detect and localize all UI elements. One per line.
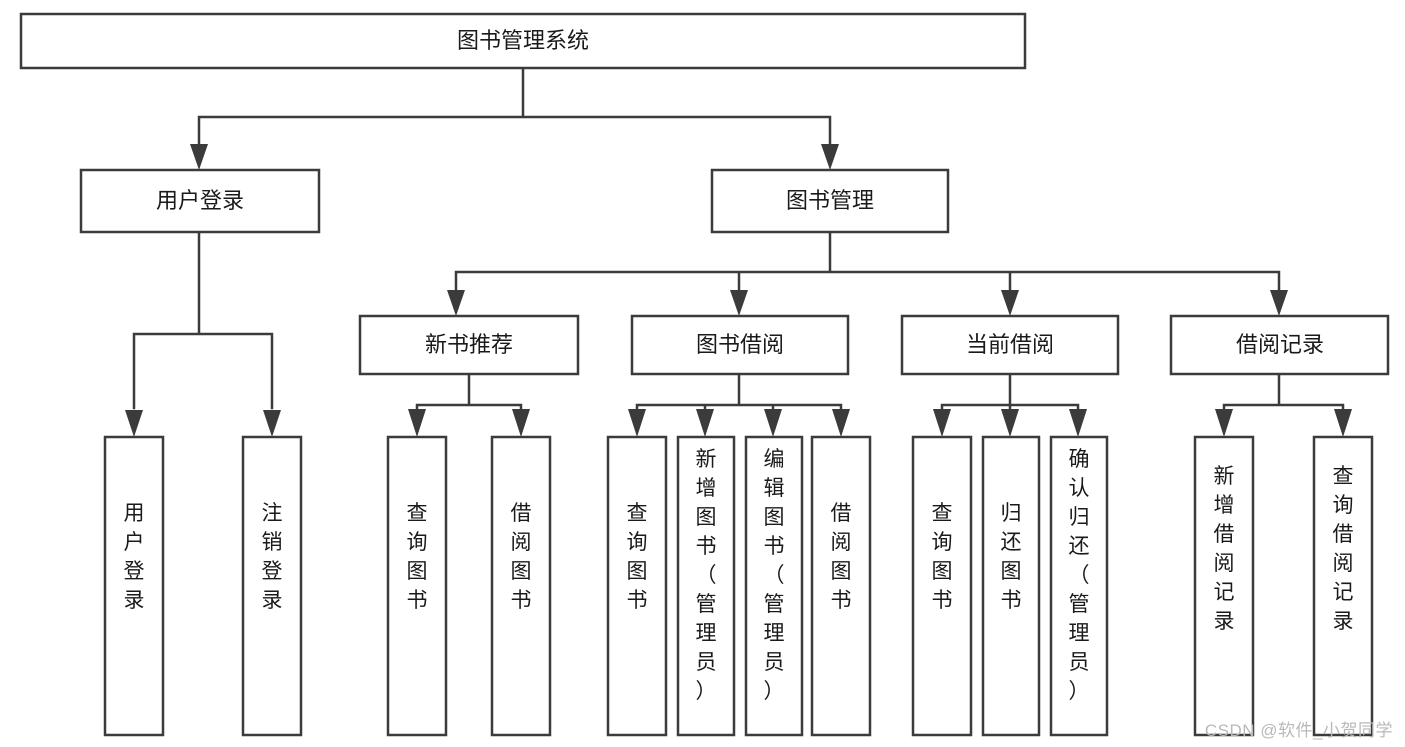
leaf-query-book-1-label: 查询图书: [407, 502, 428, 612]
leaf-add-book-admin-label: 新增图书（管理员）: [696, 448, 717, 703]
leaf-add-borrowing-record-label: 新增借阅记录: [1214, 465, 1235, 633]
node-book-management-label: 图书管理: [786, 188, 874, 213]
arrow-book-mgmt-to-borrow-record: [1270, 290, 1288, 316]
arrow-book-borrow-to-leaf-3: [764, 409, 782, 437]
edge-root-trunk: [197, 66, 832, 154]
leaf-return-book[interactable]: 归还图书: [981, 435, 1041, 737]
leaf-edit-book-admin-label: 编辑图书（管理员）: [764, 448, 785, 703]
leaf-query-book-2-label: 查询图书: [627, 502, 648, 612]
node-user-login[interactable]: 用户登录: [79, 168, 321, 234]
arrow-current-borrow-to-leaf-2: [1001, 409, 1019, 437]
edge-book-borrow-trunk: [635, 373, 843, 417]
node-borrowing-record-label: 借阅记录: [1236, 332, 1324, 357]
connector-layer: [125, 66, 1352, 437]
arrow-new-book-rec-to-leaf-2: [512, 409, 530, 437]
arrow-root-to-user-login: [190, 144, 208, 170]
leaf-logout[interactable]: 注销登录: [241, 435, 303, 737]
leaf-borrow-book-1[interactable]: 借阅图书: [490, 435, 552, 737]
arrow-book-mgmt-to-current-borrow: [1001, 290, 1019, 316]
node-book-management[interactable]: 图书管理: [710, 168, 950, 234]
leaf-edit-book-admin[interactable]: 编辑图书（管理员）: [744, 435, 804, 737]
edge-borrow-record-trunk: [1222, 373, 1345, 417]
arrow-borrow-record-to-leaf-2: [1334, 409, 1352, 437]
leaf-confirm-return-admin-label: 确认归还（管理员）: [1069, 448, 1090, 703]
node-root-label: 图书管理系统: [457, 28, 589, 53]
leaf-query-book-2[interactable]: 查询图书: [606, 435, 668, 737]
leaf-confirm-return-admin[interactable]: 确认归还（管理员）: [1049, 435, 1109, 737]
arrow-book-borrow-to-leaf-4: [832, 409, 850, 437]
arrow-borrow-record-to-leaf-1: [1215, 409, 1233, 437]
node-current-borrowing[interactable]: 当前借阅: [900, 314, 1120, 376]
arrow-book-mgmt-to-new-book-rec: [447, 290, 465, 316]
leaf-add-borrowing-record[interactable]: 新增借阅记录: [1193, 435, 1255, 737]
leaf-user-login-label: 用户登录: [124, 502, 145, 612]
edge-user-login-trunk: [132, 231, 274, 410]
node-new-book-recommendation-label: 新书推荐: [425, 332, 513, 357]
leaf-query-book-3-label: 查询图书: [932, 502, 953, 612]
leaf-borrow-book-2[interactable]: 借阅图书: [810, 435, 872, 737]
node-new-book-recommendation[interactable]: 新书推荐: [358, 314, 580, 376]
edge-new-book-rec-trunk: [415, 373, 523, 417]
leaf-query-borrowing-record[interactable]: 查询借阅记录: [1312, 435, 1374, 737]
arrow-user-login-to-leaf-1: [125, 410, 143, 437]
leaf-logout-label: 注销登录: [262, 502, 283, 612]
leaf-user-login[interactable]: 用户登录: [103, 435, 165, 737]
leaf-return-book-label: 归还图书: [1001, 502, 1022, 612]
leaf-borrow-book-1-label: 借阅图书: [511, 502, 532, 612]
arrow-new-book-rec-to-leaf-1: [408, 409, 426, 437]
arrow-current-borrow-to-leaf-3: [1069, 409, 1087, 437]
leaf-borrow-book-2-label: 借阅图书: [831, 502, 852, 612]
node-current-borrowing-label: 当前借阅: [966, 332, 1054, 357]
arrow-user-login-to-leaf-2: [263, 410, 281, 437]
arrow-current-borrow-to-leaf-1: [933, 409, 951, 437]
arrow-book-mgmt-to-book-borrow: [730, 290, 748, 316]
node-root[interactable]: 图书管理系统: [19, 12, 1027, 70]
leaf-query-borrowing-record-label: 查询借阅记录: [1333, 465, 1354, 633]
node-borrowing-record[interactable]: 借阅记录: [1169, 314, 1390, 376]
leaf-query-book-1[interactable]: 查询图书: [386, 435, 448, 737]
edge-book-mgmt-trunk: [454, 231, 1281, 299]
leaf-add-book-admin[interactable]: 新增图书（管理员）: [676, 435, 736, 737]
arrow-book-borrow-to-leaf-1: [628, 409, 646, 437]
arrow-book-borrow-to-leaf-2: [696, 409, 714, 437]
leaf-query-book-3[interactable]: 查询图书: [911, 435, 973, 737]
arrow-root-to-book-mgmt: [821, 144, 839, 170]
node-user-login-label: 用户登录: [156, 188, 244, 213]
node-book-borrowing[interactable]: 图书借阅: [630, 314, 850, 376]
node-book-borrowing-label: 图书借阅: [696, 332, 784, 357]
